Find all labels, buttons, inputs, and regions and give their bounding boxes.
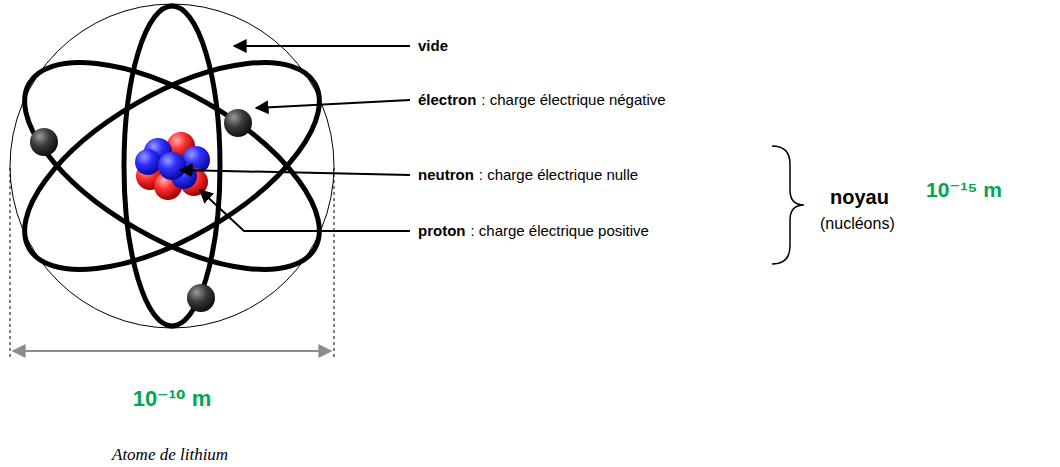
part-name: vide: [418, 37, 448, 54]
part-name: proton: [418, 222, 465, 239]
electron-ball: [30, 128, 58, 156]
electrons: [30, 109, 252, 312]
leader-arrows: [180, 46, 410, 231]
group-name: noyau: [830, 186, 889, 209]
leader-arrow: [200, 190, 410, 231]
part-description: : charge électrique nulle: [479, 166, 638, 183]
orbit: [0, 21, 351, 311]
electron-ball: [224, 109, 252, 137]
neutron-ball: [158, 152, 186, 180]
dimension-arrow: [13, 350, 331, 352]
electron-ball: [187, 284, 215, 312]
group-note: (nucléons): [820, 215, 895, 233]
brace: [772, 146, 804, 264]
dimension: [10, 168, 334, 358]
orbit: [124, 6, 220, 326]
part-name: neutron: [418, 166, 474, 183]
dimension-value: 10⁻¹⁵ m: [926, 178, 1002, 202]
nucleus: [135, 132, 210, 200]
part-description: : charge électrique positive: [470, 222, 648, 239]
leader-arrow: [180, 170, 410, 175]
part-description: : charge électrique négative: [481, 91, 665, 108]
leader-arrow: [256, 100, 410, 108]
dimension-value: 10⁻¹⁰ m: [133, 386, 212, 411]
leader-arrow: [234, 45, 410, 47]
orbits: [0, 6, 351, 326]
orbit: [0, 21, 351, 311]
neutron-ball: [135, 149, 161, 175]
extension-line: [334, 168, 335, 358]
part-name: électron: [418, 91, 476, 108]
caption: Atome de lithium: [112, 445, 228, 465]
extension-line: [10, 168, 11, 358]
